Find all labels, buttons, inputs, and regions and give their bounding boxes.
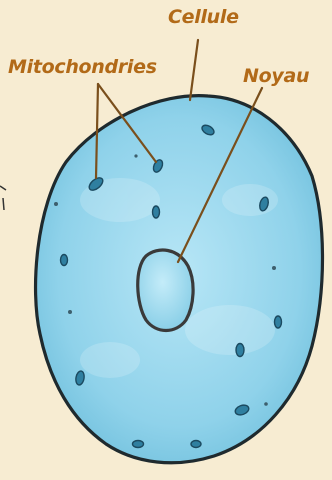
nucleus — [138, 250, 193, 330]
mitochondrion — [61, 255, 68, 266]
cell-label: Cellule — [168, 6, 239, 28]
mitochondrion — [275, 316, 282, 328]
mitochondrion — [153, 206, 160, 218]
mitochondrion — [133, 441, 144, 448]
mitochondrion — [191, 441, 201, 448]
mitochondria-label: Mitochondries — [8, 56, 157, 78]
nucleus-label: Noyau — [243, 65, 309, 87]
edge-mark — [0, 186, 6, 210]
leader-line-cellule — [190, 40, 198, 100]
mitochondrion — [236, 344, 244, 357]
